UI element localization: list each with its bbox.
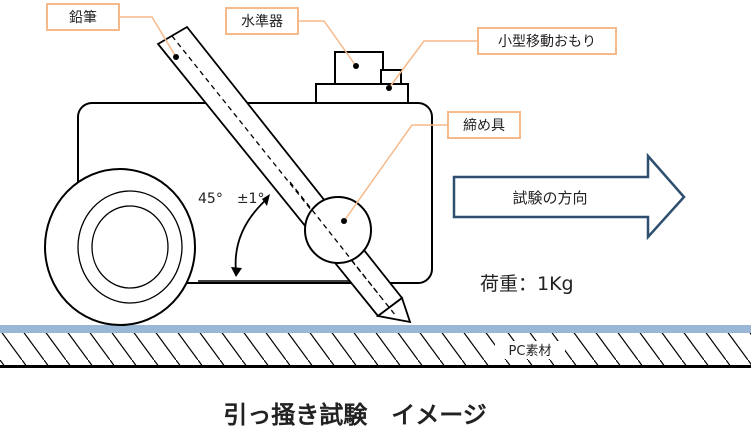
callout-level: 水準器 bbox=[225, 7, 359, 69]
level-block bbox=[334, 51, 384, 85]
fastener-clamp bbox=[304, 196, 372, 264]
callout-weight-dot bbox=[386, 85, 392, 91]
callout-pencil-label: 鉛筆 bbox=[69, 10, 97, 26]
load-label: 荷重：1Kg bbox=[480, 273, 574, 295]
callout-level-box bbox=[225, 7, 299, 35]
material-label: PC素材 bbox=[509, 344, 552, 359]
angle-arrowhead-bottom bbox=[231, 267, 242, 277]
direction-arrow: 試験の方向 bbox=[452, 152, 686, 241]
diagram-title: 引っ掻き試験 イメージ bbox=[223, 401, 487, 429]
angle-arc bbox=[234, 197, 269, 273]
angle-indicator: 45° ±1° bbox=[198, 191, 270, 277]
callout-level-leader bbox=[298, 20, 357, 67]
wheel-outer bbox=[44, 168, 196, 326]
surface-strip bbox=[0, 325, 751, 333]
wheel-hub bbox=[91, 205, 169, 289]
angle-label: 45° ±1° bbox=[198, 191, 264, 207]
substrate-base-line bbox=[0, 365, 751, 368]
callout-level-label: 水準器 bbox=[241, 14, 283, 30]
callout-pencil-box bbox=[46, 3, 120, 31]
top-assembly bbox=[315, 51, 409, 104]
wheel bbox=[44, 168, 196, 326]
wheel-middle bbox=[77, 190, 183, 304]
callout-fastener: 締め具 bbox=[341, 111, 521, 224]
callout-fastener-box bbox=[447, 111, 521, 139]
callout-pencil-leader bbox=[119, 16, 177, 58]
pencil-tip bbox=[375, 296, 412, 324]
material-label-bg bbox=[495, 341, 565, 359]
callout-fastener-label: 締め具 bbox=[463, 117, 505, 134]
callout-pencil: 鉛筆 bbox=[46, 3, 179, 60]
callout-pencil-dot bbox=[173, 54, 179, 60]
callout-fastener-dot bbox=[341, 218, 347, 224]
callout-weight-leader bbox=[388, 40, 478, 89]
direction-arrow-shape bbox=[452, 152, 686, 241]
angle-arrowhead-top bbox=[262, 194, 270, 206]
weight-base bbox=[315, 83, 409, 104]
callout-fastener-leader bbox=[343, 124, 448, 222]
callout-weight: 小型移動おもり bbox=[386, 27, 617, 91]
hatched-substrate bbox=[0, 333, 751, 365]
callout-level-dot bbox=[353, 63, 359, 69]
direction-label: 試験の方向 bbox=[512, 189, 587, 207]
test-surface: PC素材 bbox=[0, 325, 751, 368]
callout-weight-label: 小型移動おもり bbox=[498, 34, 596, 50]
pencil-center-line-overlay bbox=[289, 181, 381, 297]
